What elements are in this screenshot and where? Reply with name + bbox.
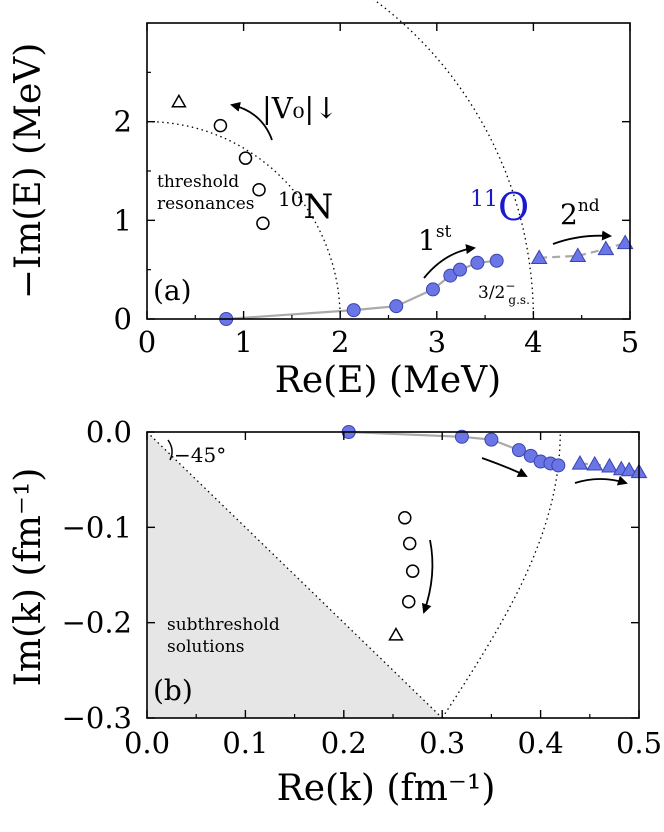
a-xtick-label-3: 3 xyxy=(428,325,446,359)
a-xtick-label-5: 5 xyxy=(621,325,639,359)
panel-a-xlabel: Re(E) (MeV) xyxy=(275,360,501,401)
panel-b-label: (b) xyxy=(153,674,193,707)
a-ytick-label-0: 0 xyxy=(114,302,132,336)
a-threshold-resonances-point-3 xyxy=(256,216,270,231)
panel-b: 0.0 0.1 0.2 0.3 0.4 0.5 0.0 −0.1 −0.2 −0.3 Re(k) … xyxy=(8,415,662,809)
a-xtick-label-2: 2 xyxy=(331,325,349,359)
b-first-resonance-point-1 xyxy=(454,429,469,444)
panel-b-marks xyxy=(341,425,648,641)
b-threshold-resonances-point-1 xyxy=(402,536,417,551)
quarter-circle-r4 xyxy=(373,0,535,320)
b-first-resonance-point-2 xyxy=(484,432,499,447)
b-ytick-label-−0.2: −0.2 xyxy=(62,606,132,640)
a-xtick-label-0: 0 xyxy=(138,325,156,359)
quarter-circle-r2 xyxy=(146,121,341,320)
a-xtick-label-1: 1 xyxy=(234,325,252,359)
n10-mass-number: 10 xyxy=(278,187,303,211)
b-first-resonance-point-3 xyxy=(511,443,526,458)
panel-b-ylabel: Im(k) (fm⁻¹) xyxy=(8,468,49,687)
b-xtick-label-0.5: 0.5 xyxy=(616,726,662,760)
second-label-base: 2 xyxy=(560,198,578,231)
panel-a-frame xyxy=(146,22,631,320)
n10-label: 10N xyxy=(278,187,333,227)
b-first-resonance-point-7 xyxy=(551,458,566,473)
a-first-resonance-point-7 xyxy=(489,253,504,268)
a-first-resonance-point-6 xyxy=(470,255,485,270)
ground-state-base: 3/2 xyxy=(478,283,505,303)
minus-45-degree-line xyxy=(146,431,443,719)
subthreshold-label-line2: solutions xyxy=(167,637,245,657)
subthreshold-label-line1: subthreshold xyxy=(167,615,280,635)
a-ytick-label-2: 2 xyxy=(114,105,132,139)
panel-a: 0 1 2 3 4 5 0 1 2 Re(E) (MeV) −Im(E) (MeV) (a) |… xyxy=(8,0,639,401)
first-label: 1st xyxy=(418,222,452,257)
a-threshold-resonances-point-1 xyxy=(238,151,253,165)
a-first-resonance-point-2 xyxy=(389,299,404,314)
first-arrow xyxy=(423,244,476,279)
second-arrow xyxy=(552,230,612,245)
second-label: 2nd xyxy=(560,196,600,231)
a-threshold-resonances-point-0 xyxy=(213,118,228,133)
panel-a-ticks xyxy=(146,23,631,320)
ground-state-label: 3/2−g.s. xyxy=(478,279,530,307)
b-ytick-label-0.0: 0.0 xyxy=(86,415,132,449)
threshold-arrow-k xyxy=(421,539,434,614)
a-threshold-resonances-point-2 xyxy=(252,182,266,197)
b-xtick-label-0.4: 0.4 xyxy=(518,726,564,760)
a-second-resonance-point-3 xyxy=(616,234,634,250)
a-first-resonance-point-3 xyxy=(425,282,440,297)
panel-a-tick-labels: 0 1 2 3 4 5 0 1 2 xyxy=(114,105,640,359)
b-xtick-label-0.0: 0.0 xyxy=(124,726,170,760)
panel-b-ticks xyxy=(146,431,640,719)
b-second-resonance-point-4 xyxy=(620,461,638,477)
b-threshold-resonances-point-0 xyxy=(398,511,412,525)
a-first-resonance-point-1 xyxy=(346,303,361,318)
a-second-resonance-point-0 xyxy=(530,249,548,264)
a-first-resonance-point-5 xyxy=(452,262,467,277)
panel-b-xlabel: Re(k) (fm⁻¹) xyxy=(277,768,496,809)
a-second-resonance-point-2 xyxy=(597,240,615,256)
a-xtick-label-4: 4 xyxy=(524,325,542,359)
second-arrow-k xyxy=(574,475,628,486)
b-xtick-label-0.2: 0.2 xyxy=(321,726,367,760)
o11-label: 11O xyxy=(470,185,529,229)
panel-a-marks xyxy=(171,93,634,326)
b-ytick-label-−0.3: −0.3 xyxy=(62,701,132,735)
panel-a-label: (a) xyxy=(153,274,192,307)
threshold-label-line2: resonances xyxy=(157,194,254,214)
a-threshold-triangle-point-0 xyxy=(171,93,187,108)
a-second-resonance-point-1 xyxy=(569,247,587,262)
first-label-sup: st xyxy=(436,222,452,242)
threshold-label-line1: threshold xyxy=(157,172,239,192)
b-threshold-resonances-point-2 xyxy=(405,564,420,578)
v0-arrow xyxy=(230,101,273,141)
b-xtick-label-0.3: 0.3 xyxy=(419,726,465,760)
b-xtick-label-0.1: 0.1 xyxy=(222,726,268,760)
b-threshold-resonances-point-3 xyxy=(401,594,416,609)
angle-label: −45° xyxy=(174,443,226,467)
ground-state-sup: − xyxy=(505,279,515,293)
b-second-resonance-point-0 xyxy=(571,454,589,470)
first-arrow-k xyxy=(481,457,528,477)
second-label-sup: nd xyxy=(578,196,600,216)
o11-mass-number: 11 xyxy=(470,187,498,212)
second-resonance-trajectory xyxy=(539,241,626,259)
panel-b-tick-labels: 0.0 0.1 0.2 0.3 0.4 0.5 0.0 −0.1 −0.2 −0.3 xyxy=(62,415,662,760)
o11-symbol: O xyxy=(498,185,529,229)
b-threshold-triangle-point-0 xyxy=(388,627,404,641)
n10-symbol: N xyxy=(303,187,333,227)
v0-label: |V₀|↓ xyxy=(262,91,338,125)
b-second-resonance-point-2 xyxy=(601,457,618,473)
ground-state-sub: g.s. xyxy=(508,293,529,307)
b-second-resonance-point-1 xyxy=(586,455,604,471)
first-label-base: 1 xyxy=(418,224,436,257)
threshold-curve xyxy=(441,431,561,719)
panel-a-ylabel: −Im(E) (MeV) xyxy=(8,43,49,300)
b-ytick-label-−0.1: −0.1 xyxy=(62,510,132,544)
angle-arc xyxy=(167,439,173,461)
a-ytick-label-1: 1 xyxy=(114,203,132,237)
